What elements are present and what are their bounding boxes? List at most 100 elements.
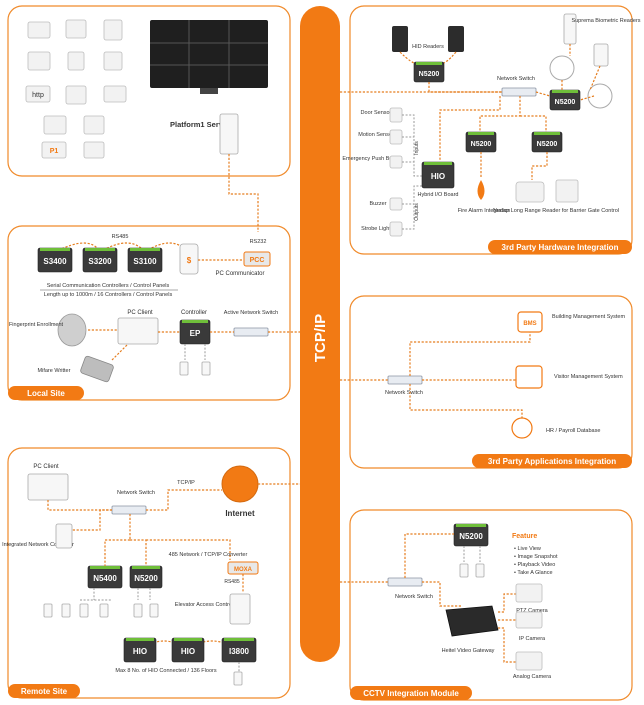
svg-text:3rd Party Hardware Integration: 3rd Party Hardware Integration <box>502 243 619 252</box>
remote-reader-4 <box>99 603 109 618</box>
car-reader-icon <box>43 115 67 135</box>
feature-item-2: • Image Snapshot <box>514 554 558 560</box>
remote-reader-2 <box>61 603 71 618</box>
hybrid-label: Hybrid I/O Board <box>418 192 459 198</box>
svg-text:S3100: S3100 <box>133 257 157 266</box>
apps-switch-label: Network Switch <box>385 390 423 396</box>
suprema-reader-4 <box>587 83 613 109</box>
door-sensor-icon <box>389 107 403 123</box>
http-icon-label: http <box>32 92 44 99</box>
ip-camera-icon <box>515 611 543 629</box>
motion-sensor-icon <box>389 129 403 145</box>
mifare-writer-icon <box>80 355 114 383</box>
svg-text:N5200: N5200 <box>537 141 558 148</box>
cctv-reader-2 <box>475 563 485 578</box>
p1-icon <box>41 141 67 159</box>
svg-text:3rd Party Applications Integra: 3rd Party Applications Integration <box>488 457 616 466</box>
barrier-car-icon <box>515 181 545 203</box>
feature-item-3: • Playback Video <box>514 562 555 568</box>
hw-switch-label: Network Switch <box>497 76 535 82</box>
motion-sensor-label: Motion Sensor <box>358 132 394 138</box>
controller-s3100: S3100 <box>127 247 163 273</box>
icon-grid: http P1 <box>25 19 127 159</box>
length-caption: Length up to 1000m / 16 Controllers / Co… <box>44 292 173 298</box>
analog-camera-icon <box>515 651 543 671</box>
serial-caption: Serial Communication Controllers / Contr… <box>47 283 170 289</box>
backbone-label: TCP/IP <box>312 314 329 362</box>
remote-tcpip-label: TCP/IP <box>177 480 195 486</box>
visitor-icon <box>515 365 543 389</box>
person-icon <box>103 19 123 41</box>
svg-text:N5200: N5200 <box>419 71 440 78</box>
visitor-label: Visitor Management System <box>554 374 623 380</box>
cctv-tag <box>350 686 472 700</box>
remote-reader-6 <box>149 603 159 618</box>
signal-icon <box>83 115 105 135</box>
remote-site-tag <box>8 684 80 698</box>
door-icon <box>83 141 105 159</box>
cctv-switch-label: Network Switch <box>395 594 433 600</box>
pc-communicator-label: PC Communicator <box>215 271 264 277</box>
svg-text:MOXA: MOXA <box>234 567 253 573</box>
feature-item-4: • Take A Glance <box>514 570 553 576</box>
svg-text:BMS: BMS <box>523 321 536 327</box>
remote-rs485-label: RS485 <box>224 579 240 585</box>
hardware-tag <box>488 240 632 254</box>
remote-switch-label: Network Switch <box>117 490 155 496</box>
local-pc-client-label: PC Client <box>127 310 153 316</box>
controller-s3400: S3400 <box>37 247 73 273</box>
pcc-device <box>243 251 271 267</box>
feature-title: Feature <box>512 533 537 540</box>
cctv-reader-1 <box>459 563 469 578</box>
hr-icon <box>511 417 533 439</box>
suprema-label: Suprema Biometric Readers <box>571 18 640 24</box>
converter-label: 485 Network / TCP/IP Converter <box>169 552 248 558</box>
remote-switch-icon <box>111 505 147 515</box>
svg-text:N5400: N5400 <box>93 574 117 583</box>
feature-item-1: • Live View <box>514 546 541 552</box>
wireless-icon <box>103 51 123 71</box>
remote-n5200: N5200 <box>129 565 163 589</box>
hw-switch-icon <box>501 87 537 97</box>
buzzer-icon <box>389 197 403 211</box>
keypad-icon <box>179 243 199 275</box>
local-site-panel <box>7 225 291 401</box>
svg-text:I3800: I3800 <box>229 647 250 656</box>
emergency-button-icon <box>389 155 403 169</box>
svg-text:EP: EP <box>190 329 201 338</box>
clock-icon <box>65 85 87 105</box>
strobe-light-icon <box>389 221 403 237</box>
card-reader-icon <box>67 51 85 71</box>
video-gateway-icon <box>445 605 499 637</box>
svg-text:CCTV Integration Module: CCTV Integration Module <box>363 689 459 698</box>
svg-text:HIO: HIO <box>181 647 195 656</box>
video-wall <box>150 20 268 94</box>
remote-reader-7 <box>233 671 243 686</box>
local-controller-label: Controller <box>181 310 207 316</box>
remote-pc-client-label: PC Client <box>33 464 59 470</box>
svg-text:$: $ <box>187 256 192 265</box>
door-sensor-label: Door Sensor <box>361 110 392 116</box>
cctv-n5200: N5200 <box>453 523 489 547</box>
elevator-panel-icon <box>229 593 251 625</box>
active-switch-label: Active Network Switch <box>224 310 278 316</box>
svg-text:N5200: N5200 <box>471 141 492 148</box>
svg-text:PCC: PCC <box>250 257 265 264</box>
cctv-panel <box>349 509 633 701</box>
elevator-label: Elevator Access Control <box>175 602 233 608</box>
svg-text:Local Site: Local Site <box>27 389 65 398</box>
lock-icon <box>103 85 127 103</box>
hw-n5200-top: N5200 <box>413 61 445 83</box>
suprema-reader-2 <box>549 55 575 81</box>
ptz-label: PTZ Camera <box>516 608 548 614</box>
ip-label: IP Camera <box>519 636 546 642</box>
local-rs232-label: RS232 <box>250 239 267 245</box>
hr-label: HR / Payroll Database <box>546 428 600 434</box>
integrated-label: Integrated Network Controller <box>2 542 74 548</box>
max-caption: Max 8 No. of HIO Connected / 136 Floors <box>115 668 216 674</box>
apps-switch-icon <box>387 375 423 385</box>
buzzer-label: Buzzer <box>369 201 386 207</box>
bms-label: Building Management System <box>552 314 625 320</box>
internet-label: Internet <box>225 509 255 518</box>
